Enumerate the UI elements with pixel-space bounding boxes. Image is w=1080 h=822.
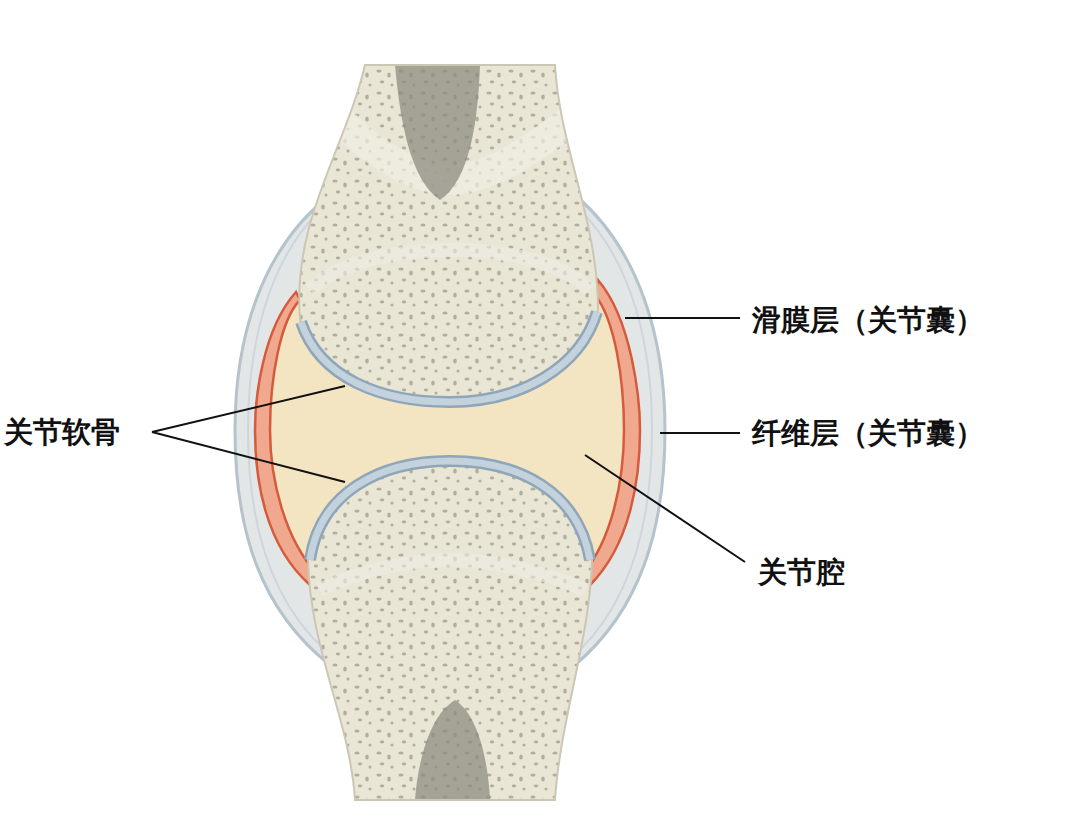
upper-bone bbox=[280, 60, 610, 410]
articular-cartilage bbox=[301, 312, 597, 402]
part-label: 关节腔 bbox=[758, 555, 845, 590]
articular-cartilage bbox=[310, 461, 590, 560]
articular-cartilage bbox=[310, 461, 590, 560]
part-label-left: 关节软骨 bbox=[4, 415, 120, 450]
leader-line bbox=[152, 386, 345, 432]
lower-bone bbox=[300, 450, 600, 810]
part-label: 滑膜层（关节囊） bbox=[752, 303, 984, 338]
upper-bone-outline bbox=[299, 65, 598, 405]
part-label: 纤维层（关节囊） bbox=[752, 416, 984, 451]
leader-line bbox=[660, 432, 740, 434]
articular-cartilage bbox=[301, 312, 597, 402]
leader-line bbox=[152, 432, 345, 482]
leader-line bbox=[625, 317, 740, 319]
leader-lines bbox=[152, 318, 745, 562]
leader-line bbox=[585, 455, 745, 562]
lower-bone-outline bbox=[308, 458, 592, 800]
